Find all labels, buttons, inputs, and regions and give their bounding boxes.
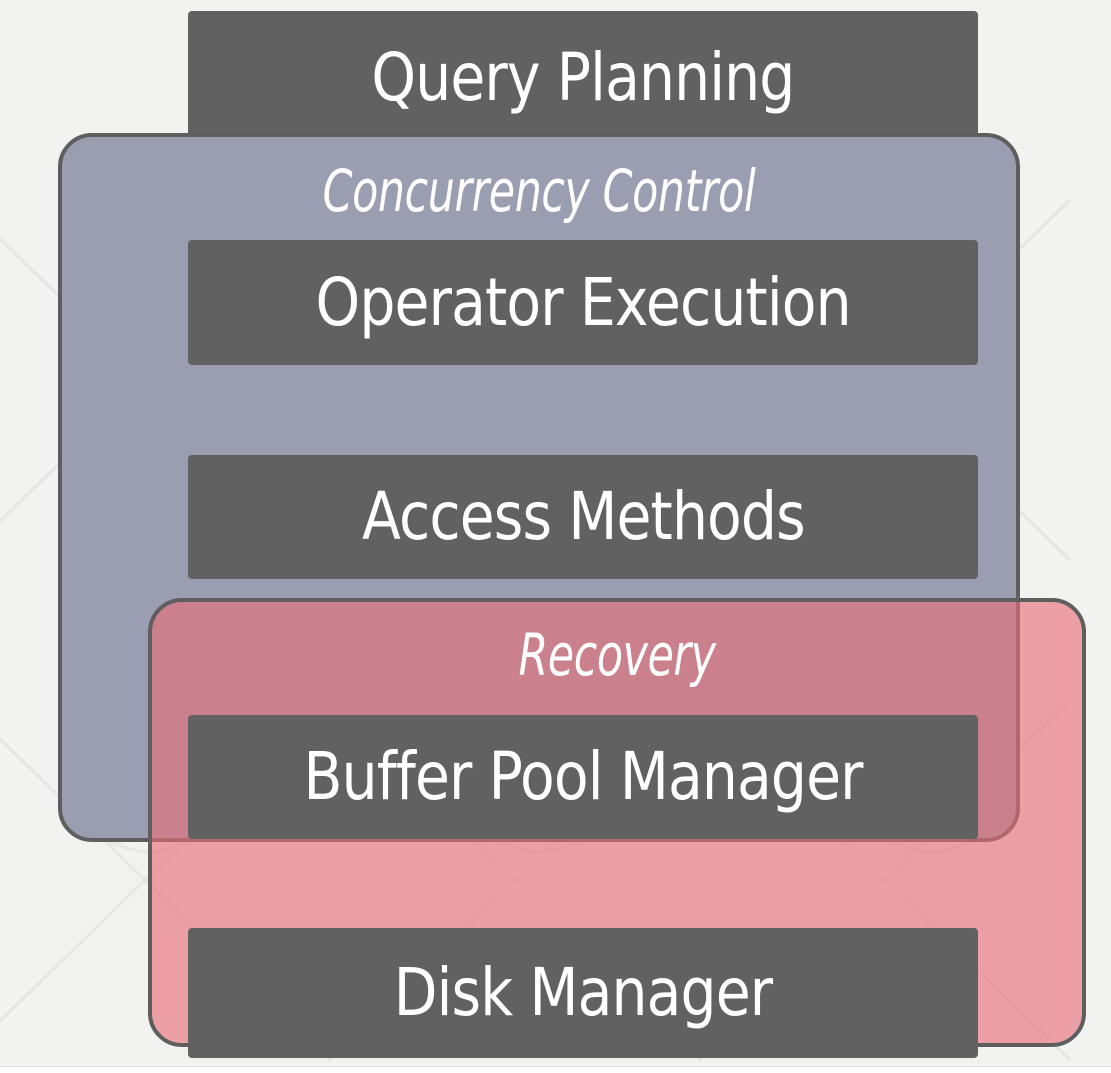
panel-label-recovery: Recovery xyxy=(518,621,716,689)
slide-bottom-rule xyxy=(0,1066,1111,1073)
component-box-buffer-pool-manager: Buffer Pool Manager xyxy=(188,715,978,839)
component-box-query-planning: Query Planning xyxy=(188,11,978,144)
component-label-access-methods: Access Methods xyxy=(361,478,806,555)
component-box-access-methods: Access Methods xyxy=(188,455,978,579)
component-label-buffer-pool-manager: Buffer Pool Manager xyxy=(303,738,863,815)
component-box-disk-manager: Disk Manager xyxy=(188,928,978,1058)
component-box-operator-execution: Operator Execution xyxy=(188,240,978,365)
component-label-disk-manager: Disk Manager xyxy=(393,954,773,1031)
component-label-operator-execution: Operator Execution xyxy=(315,263,851,341)
component-label-query-planning: Query Planning xyxy=(371,38,795,116)
panel-label-concurrency-control: Concurrency Control xyxy=(322,157,756,225)
